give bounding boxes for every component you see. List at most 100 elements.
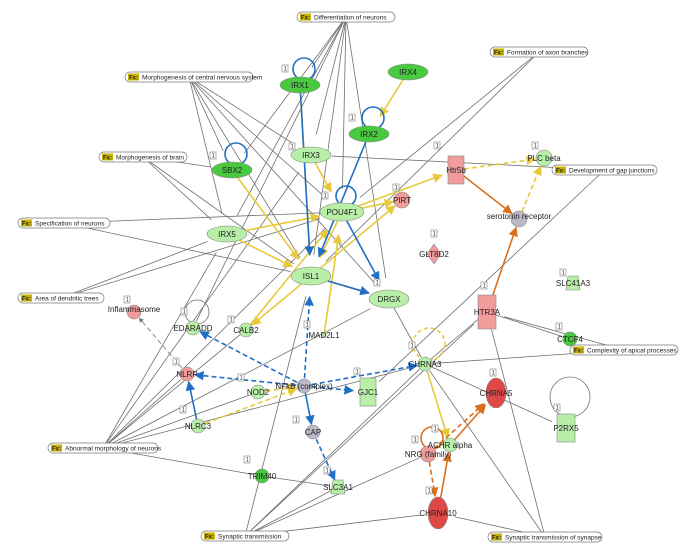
svg-text:1: 1 xyxy=(433,232,437,238)
node-serotonin-receptor[interactable]: serotonin receptor xyxy=(487,210,552,228)
function-formation-of-axon-branches[interactable]: Fx:Formation of axon branches xyxy=(489,46,589,58)
svg-text:1: 1 xyxy=(428,489,432,495)
edge-f-diff-to-irx5 xyxy=(236,16,347,216)
edge-f-morph-cns-to-irx5 xyxy=(188,76,223,214)
edge-nfkb-to-chrna3 xyxy=(303,362,419,387)
function-synaptic-transmission[interactable]: Fx:Synaptic transmission xyxy=(200,530,290,542)
node-htr3a[interactable]: HTR3A 1 xyxy=(474,281,501,330)
node-isl1[interactable]: ISL1 xyxy=(290,266,332,286)
function-specification-of-neurons[interactable]: Fx:Specification of neurons xyxy=(17,217,111,229)
node-label: ISL1 xyxy=(303,272,320,281)
count-badge: 1 xyxy=(553,403,561,412)
count-badge: 1 xyxy=(243,455,251,464)
edge-htr5b-to-plcbeta xyxy=(455,155,537,171)
node-label: IRX4 xyxy=(399,68,417,77)
edge-nfkb-to-nlrp xyxy=(194,370,305,387)
edge-irx2-to-isl1 xyxy=(317,133,370,258)
edge-f-morph-cns-to-drgx xyxy=(188,76,376,284)
node-nfkb-complex[interactable]: NFkB (complex) xyxy=(275,378,333,394)
function-morphogenesis-of-brain[interactable]: Fx:Morphogenesis of brain xyxy=(98,151,188,163)
edge-f-abnormal-to-irx5 xyxy=(102,251,217,449)
edge-irx1-to-isl1 xyxy=(299,84,315,256)
self-loops-layer xyxy=(184,57,591,450)
node-label: DRGX xyxy=(377,295,401,304)
count-badge: 1 xyxy=(179,405,187,414)
count-badge: 1 xyxy=(411,435,419,444)
node-label: MAD2L1 xyxy=(308,331,340,340)
node-irx5[interactable]: IRX5 xyxy=(206,225,248,243)
count-badge: 1 xyxy=(480,281,488,290)
edge-nfkb-to-edaradd xyxy=(199,330,305,387)
function-area-of-dendritic-trees[interactable]: Fx:Area of dendritic trees xyxy=(17,292,105,304)
function-development-of-gap-junctions[interactable]: Fx:Development of gap junctions xyxy=(551,164,658,176)
edge-nlrc3-to-nfkb xyxy=(197,387,298,427)
function-complexity-of-apical-processes[interactable]: Fx:Complexity of apical processes xyxy=(569,344,679,356)
function-morphogenesis-of-central-nervous-system[interactable]: Fx:Morphogenesis of central nervous syst… xyxy=(124,71,262,83)
node-label: IRX1 xyxy=(291,81,309,90)
svg-text:1: 1 xyxy=(175,360,179,366)
svg-text:1: 1 xyxy=(414,438,418,444)
node-label: Htr5b xyxy=(446,166,466,175)
svg-text:1: 1 xyxy=(556,406,560,412)
fx-tag: Fx: xyxy=(574,348,583,354)
edges-layer xyxy=(60,16,625,538)
edge-f-abnormal-to-nlrp xyxy=(102,378,182,449)
node-irx4[interactable]: IRX4 xyxy=(387,63,429,81)
function-labels-layer: Fx:Differentiation of neuronsFx:Morphoge… xyxy=(17,11,679,543)
svg-text:1: 1 xyxy=(356,370,360,376)
svg-text:1: 1 xyxy=(434,427,438,433)
node-label: CAP xyxy=(305,428,321,437)
node-label: HTR3A xyxy=(474,308,501,317)
edge-f-syn-to-htr3a xyxy=(244,323,475,537)
count-badge: 1 xyxy=(180,307,188,316)
function-synaptic-transmission-of-synapse[interactable]: Fx:Synaptic transmission of synapse xyxy=(487,531,603,543)
svg-text:1: 1 xyxy=(492,371,496,377)
node-nrg-family[interactable]: NRG (family)1 xyxy=(405,435,452,463)
function-abnormal-morphology-of-neurons[interactable]: Fx:Abnormal morphology of neurons xyxy=(47,442,162,454)
edge-isl1-to-pirt xyxy=(310,205,396,277)
edge-nfkb-to-gjc1 xyxy=(303,385,355,395)
count-badge: 1 xyxy=(531,141,539,150)
function-differentiation-of-neurons[interactable]: Fx:Differentiation of neurons xyxy=(296,11,396,23)
edge-trim40-to-slc3a1 xyxy=(261,475,331,487)
edge-f-syn-synapse-to-htr3a xyxy=(491,329,546,538)
fx-tag: Fx: xyxy=(556,168,565,174)
edge-f-apical-to-htr3a xyxy=(504,316,625,351)
node-label: IRX5 xyxy=(218,230,236,239)
edge-f-morph-brain-to-isl1 xyxy=(142,156,295,265)
count-badge: 1 xyxy=(209,151,217,160)
function-label: Synaptic transmission xyxy=(218,533,282,540)
svg-text:1: 1 xyxy=(246,458,250,464)
fx-tag: Fx: xyxy=(52,446,61,452)
